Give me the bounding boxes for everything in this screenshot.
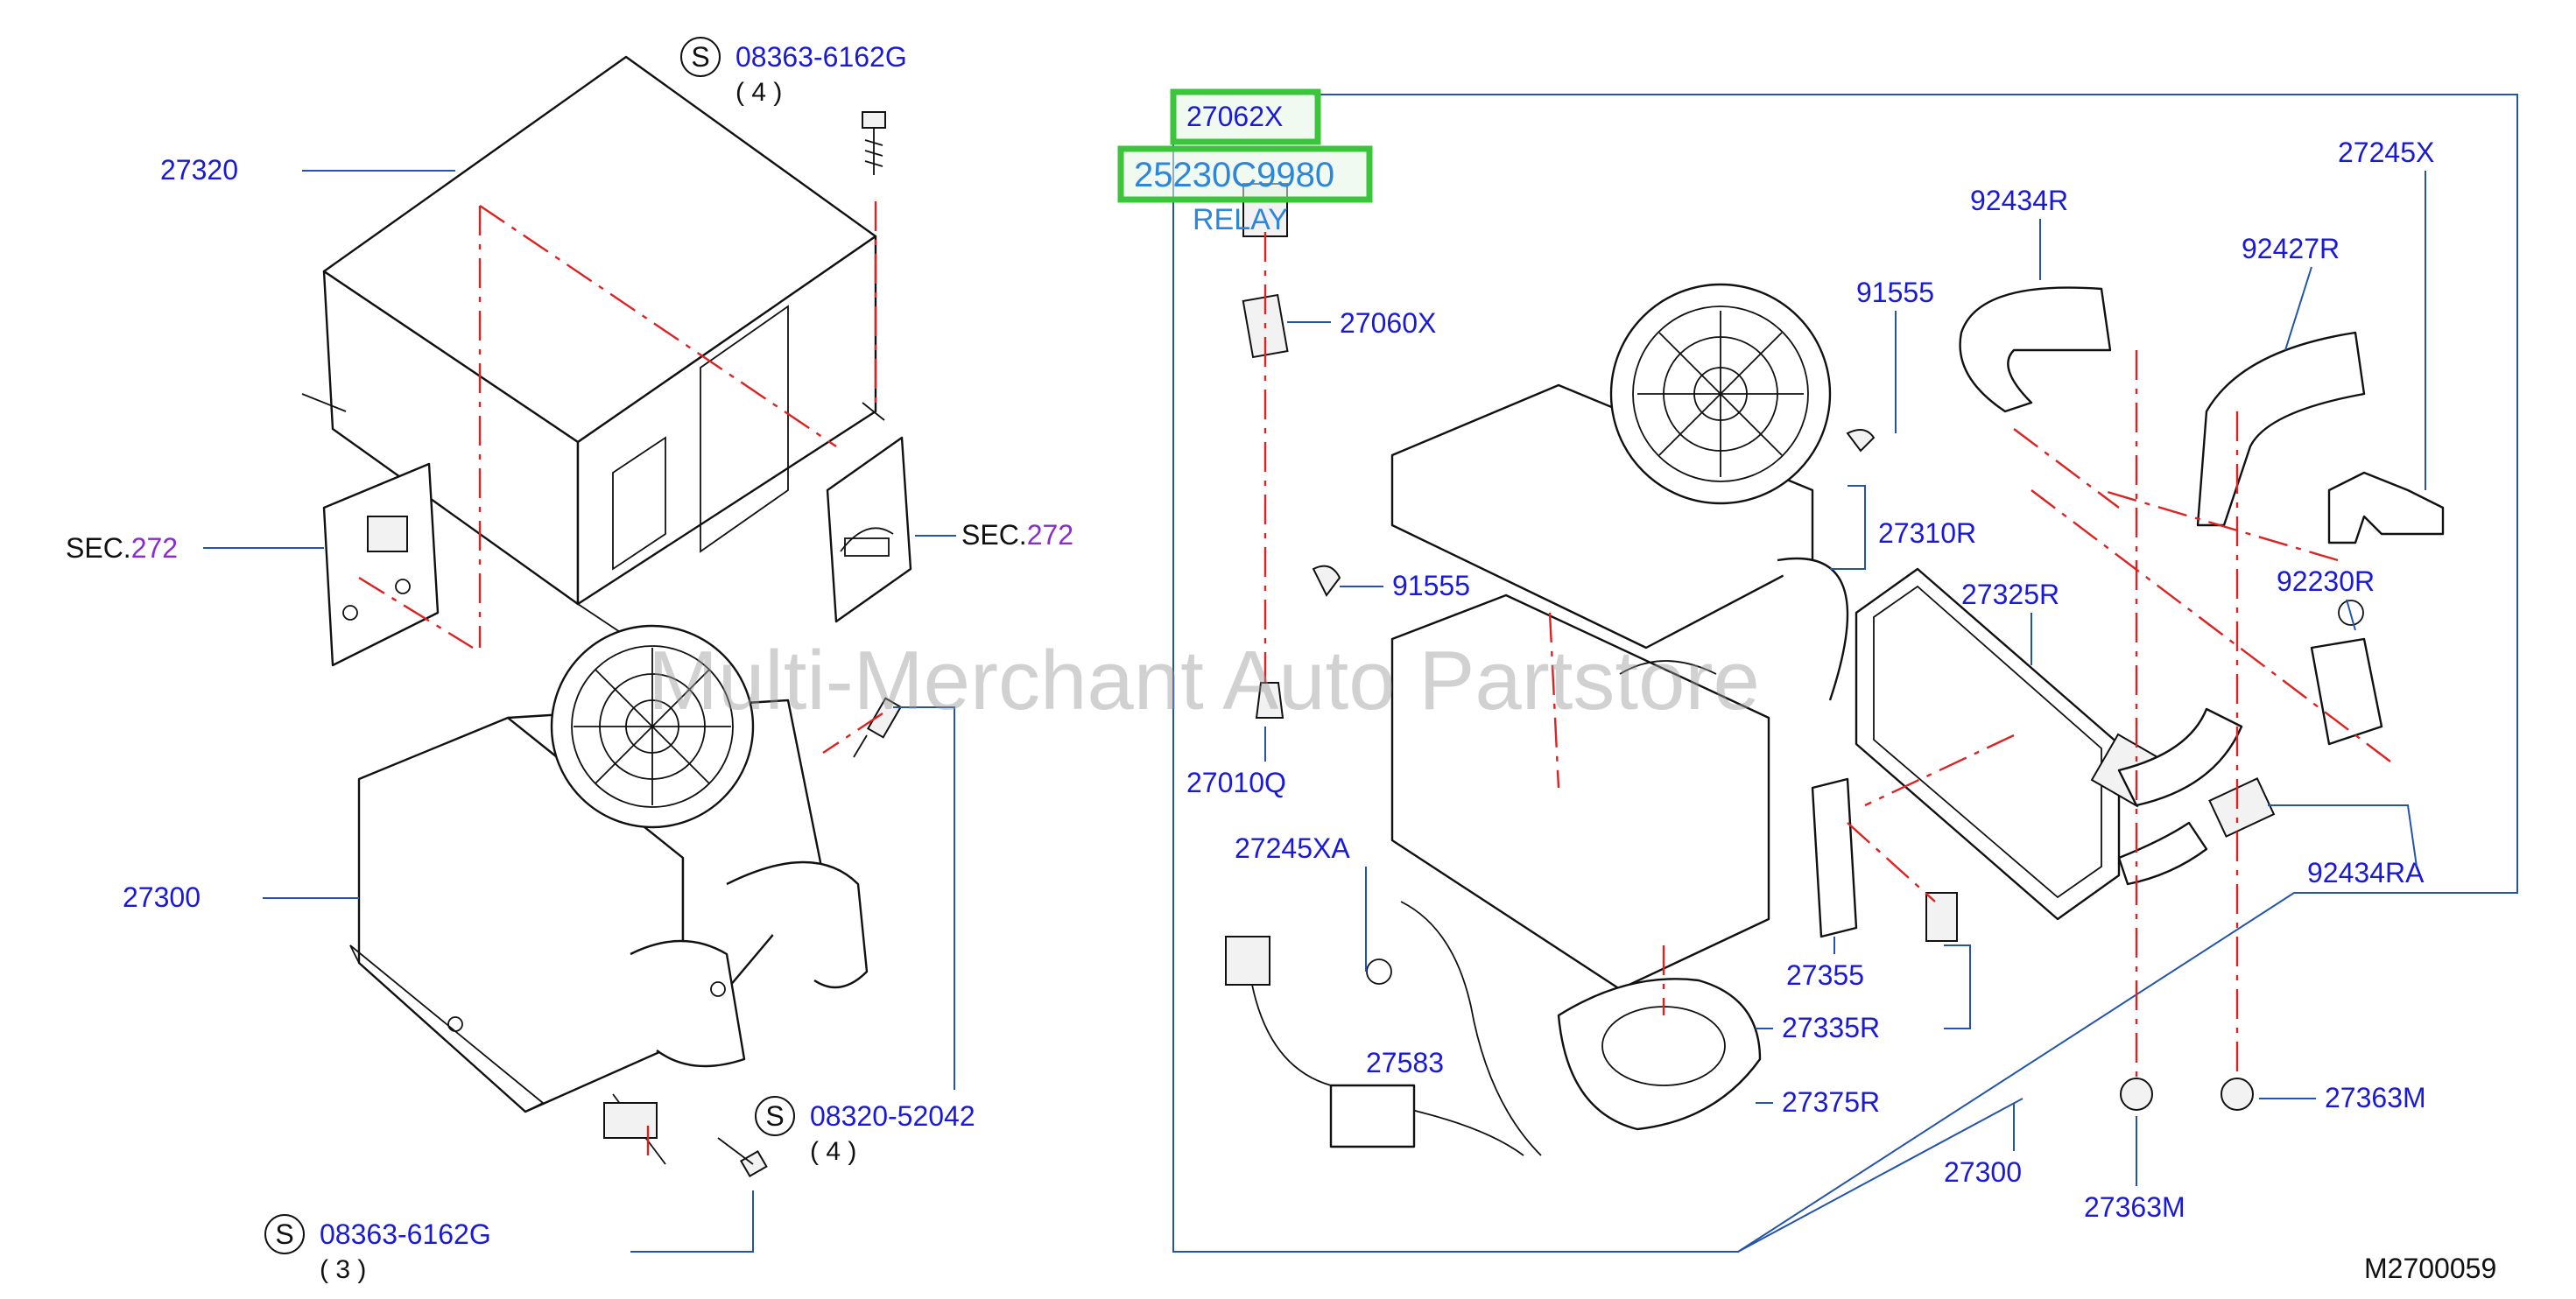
bolt-shape bbox=[717, 1137, 768, 1178]
part-number-08363-6162g-top[interactable]: 08363-6162G bbox=[735, 41, 907, 73]
part-number-08363-6162g-bottom[interactable]: 08363-6162G bbox=[320, 1218, 491, 1250]
sec-number: 272 bbox=[1027, 519, 1073, 551]
part-number-27310r[interactable]: 27310R bbox=[1878, 517, 1976, 549]
right-frame bbox=[1172, 136, 2023, 1253]
s-mark: S bbox=[765, 1100, 784, 1132]
part-number-92427r[interactable]: 92427R bbox=[2242, 233, 2340, 264]
part-number-27583[interactable]: 27583 bbox=[1366, 1047, 1444, 1078]
highlight-box-number bbox=[1117, 145, 1373, 203]
s-mark: S bbox=[691, 41, 709, 73]
diagram-code: M2700059 bbox=[2364, 1253, 2496, 1284]
part-number-27355[interactable]: 27355 bbox=[1786, 959, 1864, 991]
part-number-92434r[interactable]: 92434R bbox=[1970, 185, 2068, 216]
label-screw-top: S 08363-6162G ( 4 ) bbox=[680, 37, 907, 107]
highlight-box-27062x bbox=[1170, 88, 1321, 145]
watermark-text: Multi-Merchant Auto Partstore bbox=[648, 634, 1760, 727]
part-number-27245x[interactable]: 27245X bbox=[2338, 137, 2434, 168]
part-number-27325r[interactable]: 27325R bbox=[1961, 579, 2059, 610]
label-sec-left: SEC.272 bbox=[66, 532, 178, 564]
part-number-27300-right[interactable]: 27300 bbox=[1944, 1156, 2022, 1188]
part-number-27363m-right[interactable]: 27363M bbox=[2325, 1082, 2426, 1113]
part-number-08320-52042[interactable]: 08320-52042 bbox=[810, 1100, 975, 1132]
sec-prefix: SEC. bbox=[66, 532, 131, 564]
left-assembly-drawing bbox=[301, 55, 912, 1178]
cover-plate-shape bbox=[826, 436, 912, 623]
quantity-bolt: ( 4 ) bbox=[810, 1137, 856, 1166]
bracket-left-shape bbox=[322, 462, 440, 667]
part-number-92230r[interactable]: 92230R bbox=[2277, 565, 2375, 597]
right-dash-lines bbox=[1263, 232, 2391, 1077]
s-mark: S bbox=[275, 1218, 293, 1250]
sec-272-right-link[interactable]: SEC.272 bbox=[961, 519, 1073, 551]
part-number-91555-left[interactable]: 91555 bbox=[1392, 570, 1470, 601]
left-dash-lines bbox=[358, 201, 883, 1155]
part-number-27300-left[interactable]: 27300 bbox=[123, 881, 201, 913]
part-number-27375r[interactable]: 27375R bbox=[1782, 1086, 1880, 1118]
part-number-91555-top[interactable]: 91555 bbox=[1856, 277, 1934, 308]
label-bolt: S 08320-52042 ( 4 ) bbox=[755, 1096, 975, 1166]
screw-top-shape bbox=[862, 111, 886, 175]
label-sec-right: SEC.272 bbox=[961, 519, 1073, 551]
quantity-top: ( 4 ) bbox=[735, 78, 782, 107]
part-number-27245xa[interactable]: 27245XA bbox=[1235, 832, 1350, 864]
part-number-27060x[interactable]: 27060X bbox=[1340, 307, 1436, 339]
sec-number: 272 bbox=[131, 532, 178, 564]
highlight-part-number[interactable]: 25230C9980 bbox=[1134, 156, 1334, 194]
part-number-27320[interactable]: 27320 bbox=[160, 154, 238, 186]
sec-272-left-link[interactable]: SEC.272 bbox=[66, 532, 178, 564]
part-number-27335r[interactable]: 27335R bbox=[1782, 1012, 1880, 1043]
part-number-92434ra[interactable]: 92434RA bbox=[2307, 857, 2425, 888]
sec-prefix: SEC. bbox=[961, 519, 1027, 551]
highlight-part-27062x[interactable]: 27062X bbox=[1186, 101, 1283, 132]
cover-27320-shape bbox=[301, 55, 885, 640]
label-screw-bottom: S 08363-6162G ( 3 ) bbox=[264, 1214, 491, 1284]
part-number-27010q[interactable]: 27010Q bbox=[1186, 767, 1286, 798]
part-number-27363m-left[interactable]: 27363M bbox=[2084, 1191, 2185, 1223]
main-unit-27300-shape bbox=[349, 624, 869, 1165]
quantity-bottom: ( 3 ) bbox=[320, 1255, 366, 1284]
sensor-shape bbox=[853, 697, 903, 758]
right-assembly-drawing bbox=[1225, 183, 2445, 1156]
relay-label: RELAY bbox=[1193, 203, 1288, 236]
